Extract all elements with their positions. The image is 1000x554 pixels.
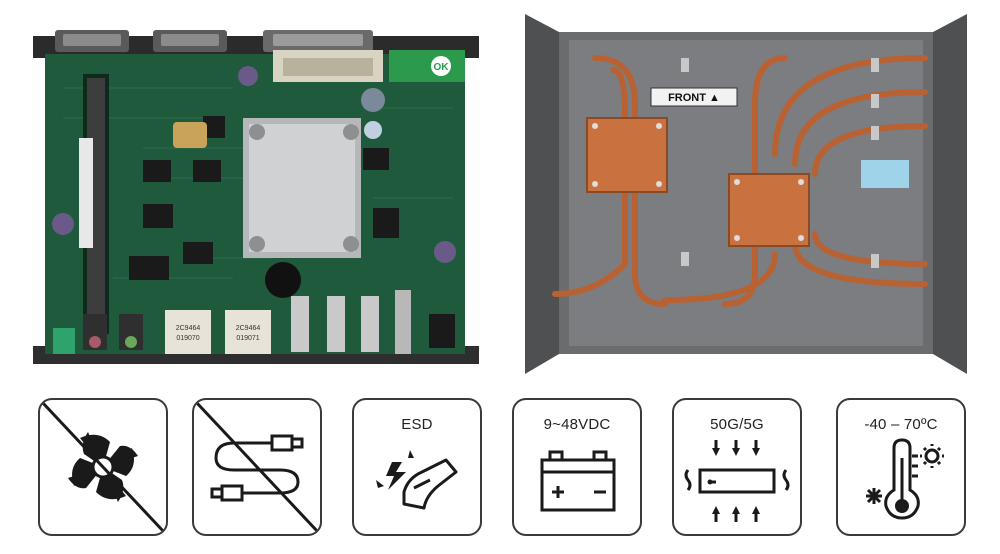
feature-temperature-range: -40 – 70ºC bbox=[836, 398, 966, 536]
esd-label: ESD bbox=[401, 416, 433, 433]
feature-shock-vibration: 50G/5G bbox=[672, 398, 802, 536]
lan-port-1: 2C9464 019070 bbox=[165, 310, 211, 354]
audio-jacks bbox=[83, 314, 143, 350]
shock-vibration-label: 50G/5G bbox=[710, 416, 764, 433]
thermometer-icon bbox=[866, 438, 944, 520]
thermal-pad bbox=[861, 160, 909, 188]
feature-dc-power: 9~48VDC bbox=[512, 398, 642, 536]
temperature-range-label: -40 – 70ºC bbox=[864, 416, 938, 433]
serial-port-connectors bbox=[55, 30, 373, 52]
chassis-heatpipe-photo: FRONT ▲ bbox=[525, 14, 967, 374]
feature-cableless bbox=[192, 398, 322, 536]
feature-esd-protection: ESD bbox=[352, 398, 482, 536]
copper-cooling-plate-left bbox=[586, 117, 668, 193]
svg-text:2C9464: 2C9464 bbox=[176, 325, 201, 332]
copper-cooling-plate-right bbox=[728, 173, 810, 247]
lan-port-2: 2C9464 019071 bbox=[225, 310, 271, 354]
front-label: FRONT ▲ bbox=[650, 87, 738, 107]
esd-protection-icon bbox=[376, 450, 458, 510]
cpu-heatsink bbox=[243, 118, 361, 258]
dc-voltage-label: 9~48VDC bbox=[543, 416, 611, 433]
usb-ports bbox=[291, 290, 411, 354]
motherboard-photo: OK 2C94 bbox=[33, 30, 479, 364]
feature-fanless bbox=[38, 398, 168, 536]
no-cable-icon bbox=[194, 400, 320, 534]
ok-label: OK bbox=[434, 62, 450, 73]
svg-text:019070: 019070 bbox=[176, 335, 199, 342]
ok-sticker: OK bbox=[389, 50, 465, 82]
svg-text:FRONT ▲: FRONT ▲ bbox=[668, 92, 720, 104]
shock-vibration-icon bbox=[684, 440, 790, 522]
svg-text:019071: 019071 bbox=[236, 335, 259, 342]
no-fan-icon bbox=[40, 400, 166, 534]
svg-text:2C9464: 2C9464 bbox=[236, 325, 261, 332]
dc-power-battery-icon bbox=[540, 450, 616, 512]
